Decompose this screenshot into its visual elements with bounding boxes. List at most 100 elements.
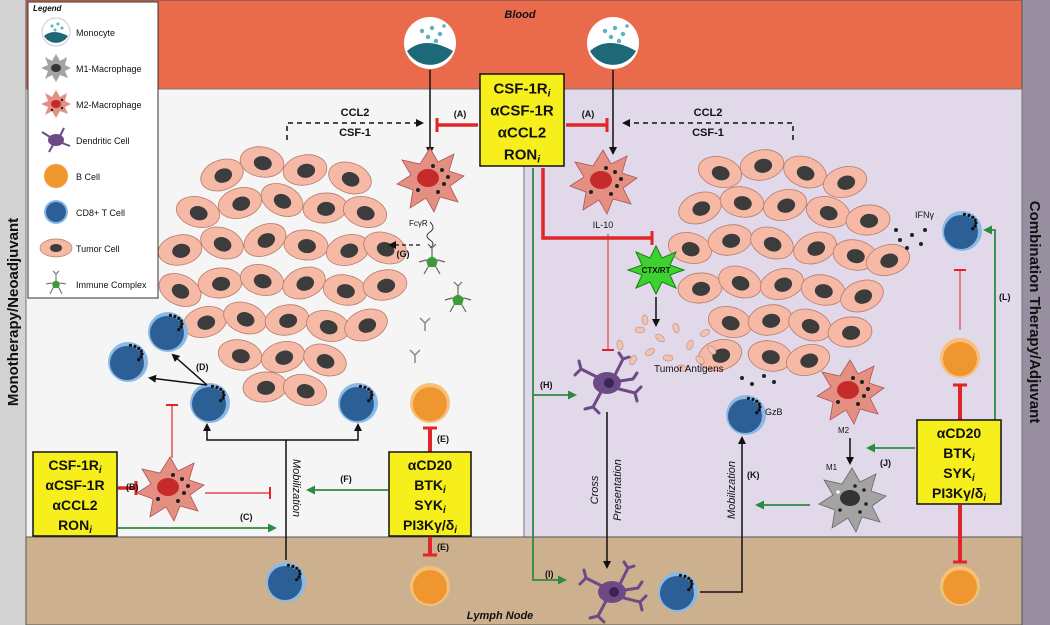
m2-macrophage-right-top bbox=[569, 149, 638, 215]
tumor-cell bbox=[697, 156, 743, 188]
tumor-cell bbox=[175, 196, 221, 228]
tumor-cell bbox=[328, 161, 372, 195]
blood-label: Blood bbox=[504, 9, 535, 21]
tumor-antigen-debris bbox=[616, 314, 717, 372]
drug-name: SYKi bbox=[414, 497, 446, 516]
drug-name: RONi bbox=[504, 146, 541, 165]
m1-label: M1 bbox=[826, 463, 838, 472]
step-a-left: (A) bbox=[454, 109, 467, 119]
step-g: (G) bbox=[397, 249, 410, 259]
tumor-cell bbox=[788, 308, 832, 342]
tumor-cell bbox=[239, 264, 285, 296]
left-side-band bbox=[0, 0, 26, 625]
tumor-cell bbox=[182, 306, 228, 338]
tumor-cell bbox=[282, 154, 328, 186]
dendritic-cell-mid bbox=[573, 351, 643, 415]
left-side-label: Monotherapy/Neoadjuvant bbox=[5, 218, 22, 406]
tumor-cell bbox=[762, 189, 808, 221]
legend-item-label: CD8+ T Cell bbox=[76, 208, 125, 218]
step-f: (F) bbox=[340, 474, 352, 484]
step-a-right: (A) bbox=[582, 109, 595, 119]
tumor-cell bbox=[217, 339, 263, 371]
tumor-cell bbox=[197, 267, 243, 299]
cd8-t-cell-4 bbox=[338, 383, 378, 423]
lymph-node-region bbox=[25, 536, 1023, 625]
tumor-cell bbox=[200, 158, 244, 192]
tumor-cell bbox=[747, 304, 793, 336]
immune-complex-1 bbox=[418, 243, 446, 275]
tumor-cell bbox=[260, 341, 306, 373]
tumor-cell bbox=[667, 232, 713, 264]
right-side-band bbox=[1022, 0, 1050, 625]
m2-macrophage-left-top bbox=[396, 147, 465, 213]
drug-name: BTKi bbox=[943, 445, 975, 464]
tumor-cluster-left bbox=[157, 146, 408, 406]
tumor-cell bbox=[865, 244, 911, 276]
gzb-label: GzB bbox=[765, 407, 783, 417]
drug-name: αCCL2 bbox=[52, 497, 97, 513]
dendritic-cell-lymph bbox=[578, 560, 648, 624]
ccl2-left: CCL2 bbox=[341, 107, 370, 119]
ctx-rt-starburst: CTX/RT bbox=[626, 244, 686, 296]
tumor-cell-icon bbox=[39, 238, 73, 258]
tumor-cell bbox=[707, 306, 753, 338]
tumor-cell bbox=[303, 343, 347, 377]
csf1-right: CSF-1 bbox=[692, 127, 724, 139]
cd8-t-cell-3 bbox=[190, 383, 230, 423]
tumor-cell bbox=[157, 234, 203, 266]
dendritic-cell-icon bbox=[41, 127, 71, 153]
b-cell-lymph-right bbox=[940, 566, 980, 606]
tumor-cell bbox=[718, 265, 762, 299]
cd8-t-cell-right-top bbox=[942, 211, 982, 251]
cd8-t-cell-right-mid bbox=[726, 395, 766, 435]
tumor-cell bbox=[362, 269, 408, 301]
m2-macrophage-icon bbox=[41, 90, 71, 118]
m1-macrophage-right bbox=[818, 467, 887, 533]
tumor-cell bbox=[200, 226, 244, 260]
tumor-cell bbox=[759, 268, 805, 300]
cd8-t-cell-2 bbox=[108, 342, 148, 382]
drug-name: αCD20 bbox=[408, 457, 453, 473]
monocyte-icon bbox=[41, 17, 71, 47]
tumor-cell bbox=[158, 273, 202, 307]
tumor-cell bbox=[707, 224, 753, 256]
mobilization-right: Mobilization bbox=[726, 461, 738, 519]
drug-name: BTKi bbox=[414, 477, 446, 496]
drug-name: CSF-1Ri bbox=[493, 81, 551, 100]
tumor-cell bbox=[827, 316, 873, 348]
step-e-bottom: (E) bbox=[437, 542, 449, 552]
tumor-cell bbox=[305, 310, 351, 342]
drug-name: PI3Kγ/δi bbox=[932, 485, 986, 504]
legend-item-label: Tumor Cell bbox=[76, 244, 120, 254]
mobilization-left: Mobilization bbox=[290, 459, 302, 517]
legend-item-label: Immune Complex bbox=[76, 280, 147, 290]
tumor-cell bbox=[217, 187, 263, 219]
b-cell-center bbox=[410, 383, 450, 423]
step-d: (D) bbox=[196, 362, 209, 372]
drug-name: RONi bbox=[58, 517, 92, 536]
drug-name: αCSF-1R bbox=[45, 477, 104, 493]
tumor-cell bbox=[750, 226, 794, 260]
tumor-cell bbox=[840, 279, 884, 313]
legend: LegendMonocyteM1-MacrophageM2-Macrophage… bbox=[27, 1, 159, 299]
tumor-cell bbox=[747, 340, 793, 372]
tumor-cell bbox=[677, 272, 723, 304]
tumor-cell bbox=[800, 274, 846, 306]
lymph-node-label: Lymph Node bbox=[467, 610, 534, 622]
legend-item-label: B Cell bbox=[76, 172, 100, 182]
fcyr-label: FcγR bbox=[409, 219, 428, 228]
tumor-cell bbox=[342, 196, 388, 228]
cd8-t-cell-icon bbox=[44, 200, 68, 224]
tumor-cell bbox=[322, 274, 368, 306]
drug-name: SYKi bbox=[943, 465, 975, 484]
tumor-cell bbox=[785, 344, 831, 376]
immune-complex-2 bbox=[444, 281, 472, 313]
il10-label: IL-10 bbox=[593, 220, 614, 230]
tumor-cluster-right bbox=[667, 149, 911, 376]
drug-name: αCSF-1R bbox=[490, 103, 554, 120]
tumor-cell bbox=[325, 234, 371, 266]
tumor-cell bbox=[739, 149, 785, 181]
